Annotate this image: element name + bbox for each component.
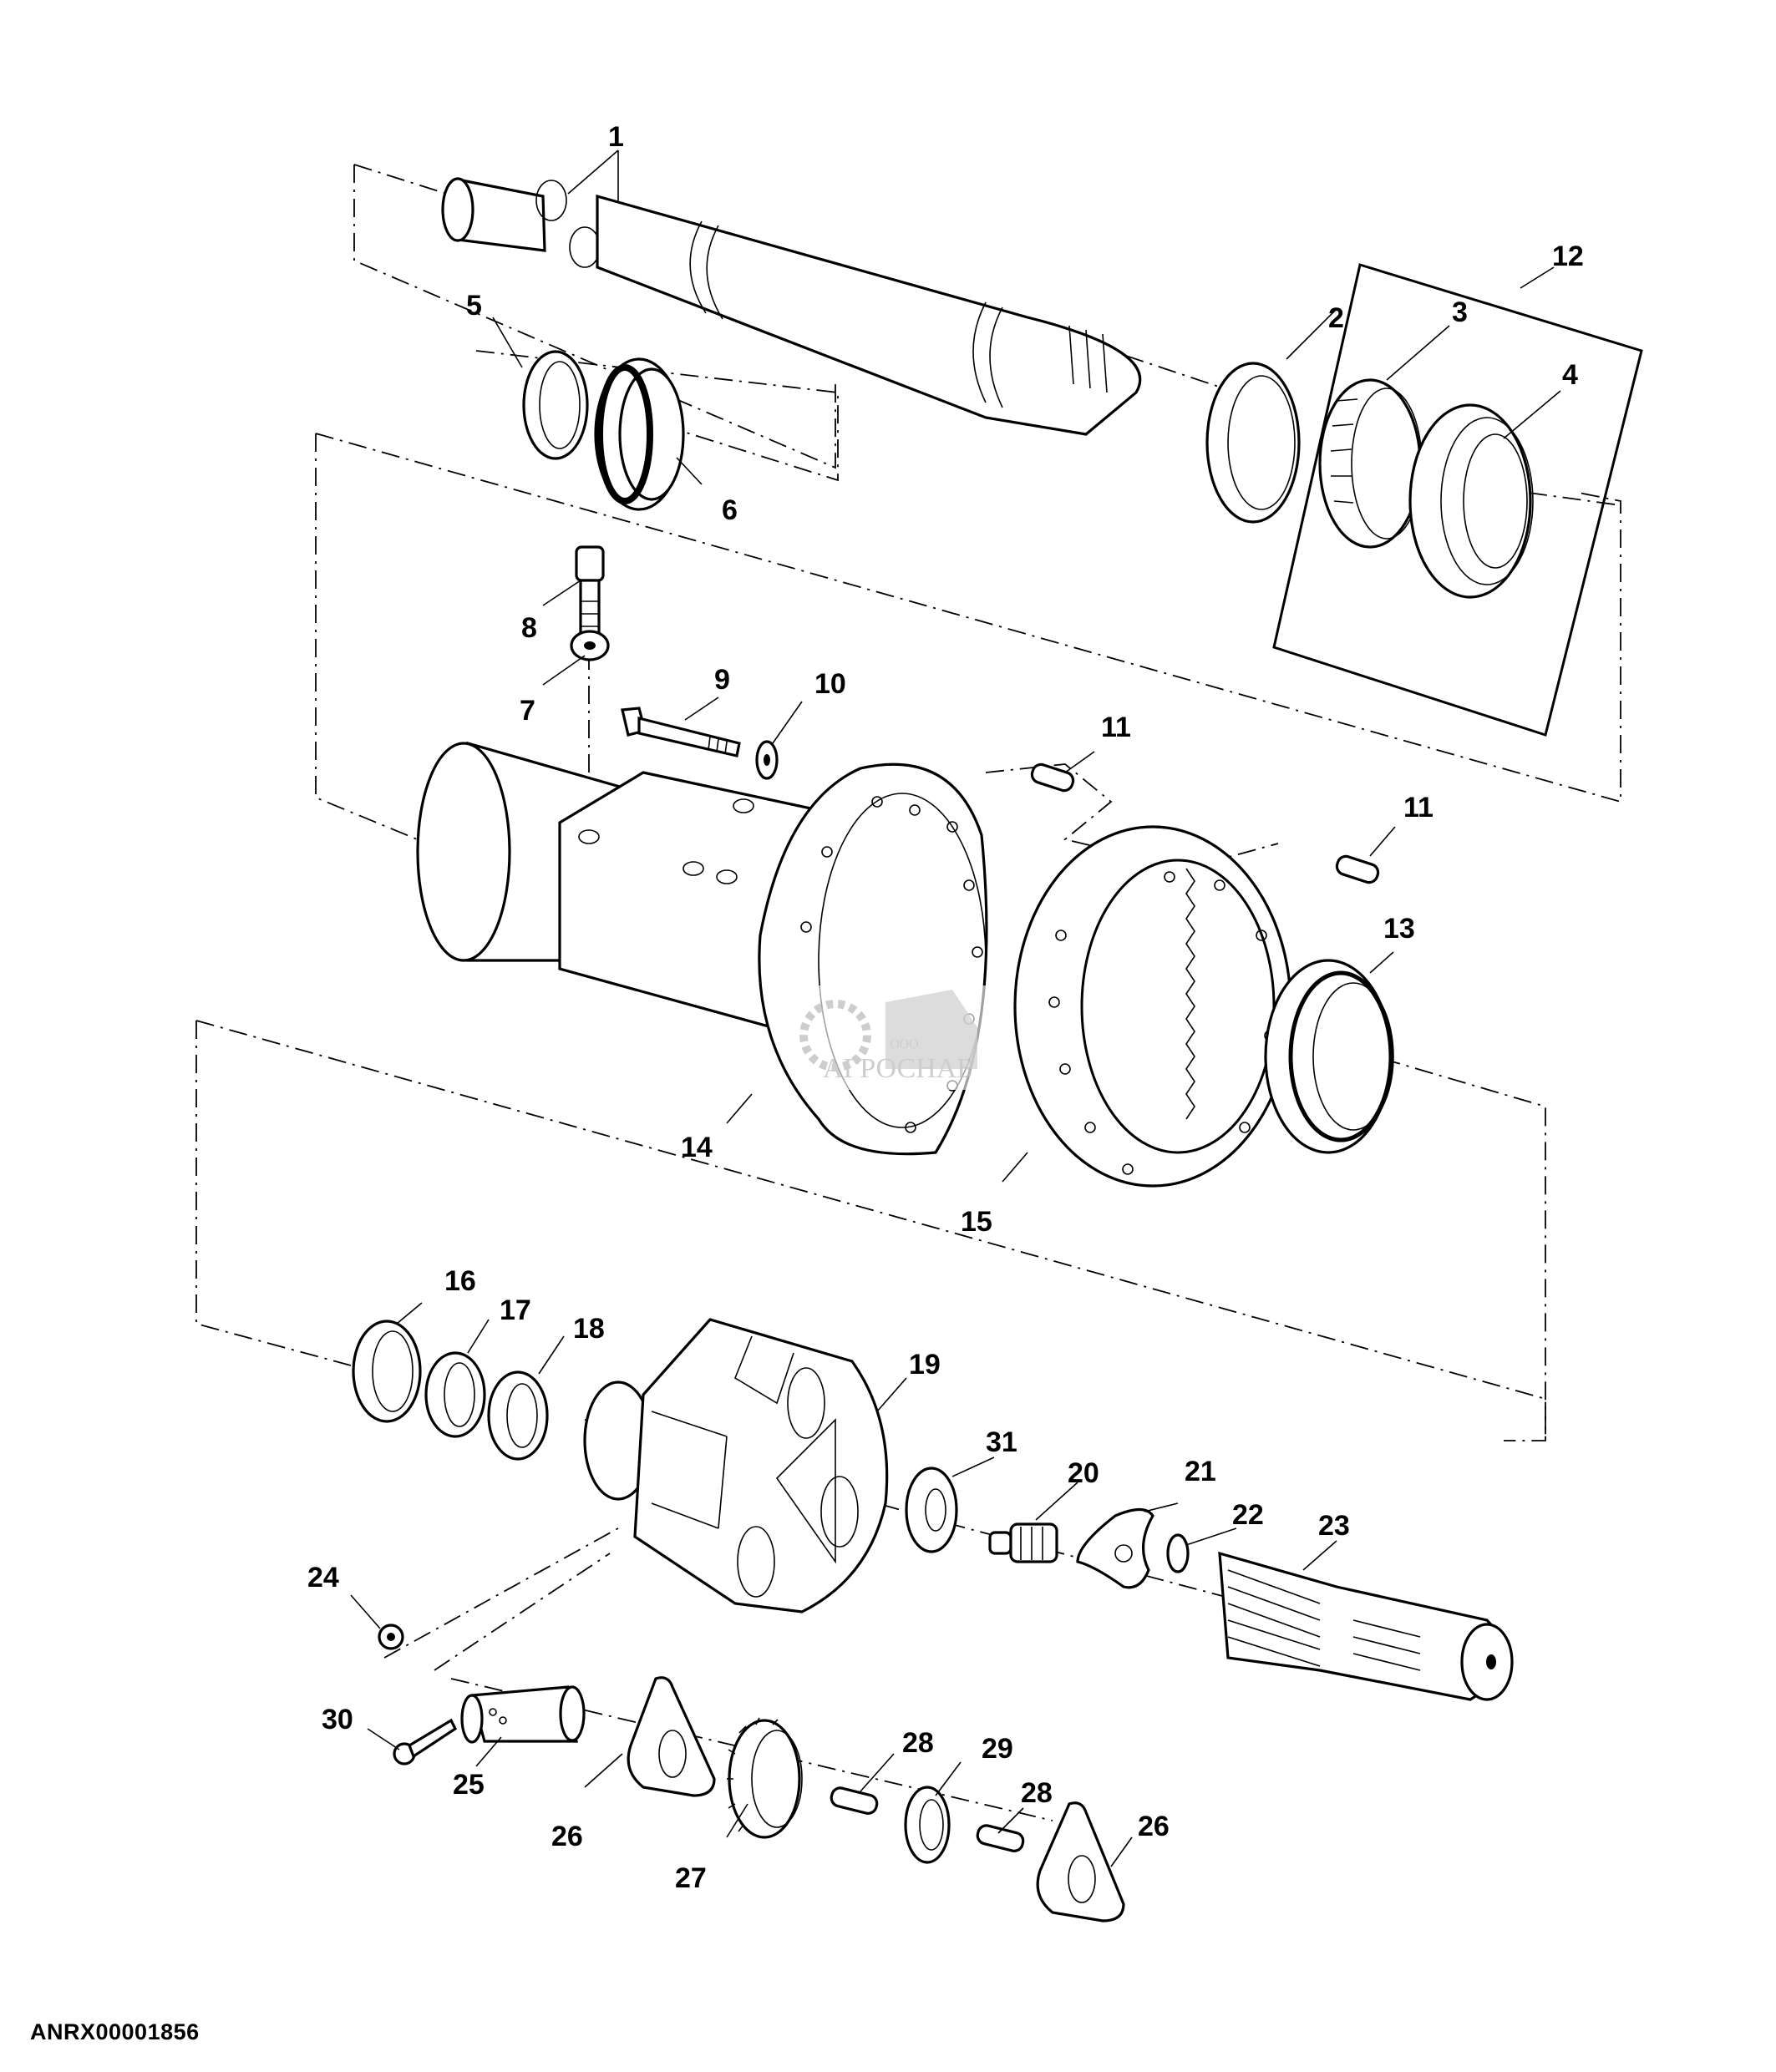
part-thrust-plate-26-b[interactable] xyxy=(1036,1801,1125,1923)
callout-21: 21 xyxy=(1185,1456,1216,1487)
kit-box xyxy=(1272,263,1643,737)
callout-1: 1 xyxy=(608,121,624,153)
callout-3: 3 xyxy=(1452,296,1468,328)
part-dowel-pin-11-b[interactable] xyxy=(1335,854,1380,884)
plug-left-end xyxy=(441,177,474,242)
callout-28-b: 28 xyxy=(1021,1777,1053,1809)
callout-labels: 1 2 3 4 5 6 7 8 9 10 11 11 12 13 14 15 1… xyxy=(307,121,1584,1894)
callout-27: 27 xyxy=(675,1862,707,1894)
leader-lines xyxy=(350,149,1561,1867)
callout-9: 9 xyxy=(714,664,730,696)
callout-8: 8 xyxy=(521,612,537,644)
callout-17: 17 xyxy=(500,1294,531,1326)
callout-30: 30 xyxy=(322,1704,353,1735)
part-seal-6[interactable] xyxy=(594,357,685,511)
callout-25: 25 xyxy=(453,1769,485,1801)
callout-24: 24 xyxy=(307,1562,339,1593)
axle-splines xyxy=(1227,1569,1421,1671)
part-washer-7[interactable] xyxy=(570,630,610,661)
callout-5: 5 xyxy=(466,290,482,322)
plug-hole-2 xyxy=(569,226,601,268)
shaft-collar-1 xyxy=(689,220,723,320)
callout-31: 31 xyxy=(986,1426,1017,1458)
callout-23: 23 xyxy=(1318,1510,1350,1542)
part-seal-16[interactable] xyxy=(352,1320,422,1423)
watermark-prefix: ООО xyxy=(890,1037,919,1051)
part-bearing-cone-3[interactable] xyxy=(1318,378,1423,549)
carrier-triangle xyxy=(775,1418,836,1564)
part-needle-roller-28-b[interactable] xyxy=(976,1824,1025,1853)
plug-hole-1 xyxy=(535,180,567,221)
callout-19: 19 xyxy=(909,1349,941,1380)
part-planet-carrier-19[interactable] xyxy=(583,1318,889,1614)
part-bearing-cup-4[interactable] xyxy=(1408,403,1534,599)
part-needle-roller-28-a[interactable] xyxy=(830,1786,879,1816)
part-axle-shaft-23[interactable] xyxy=(1218,1551,1514,1701)
callout-28-a: 28 xyxy=(902,1727,934,1759)
carrier-body xyxy=(633,1318,889,1614)
part-retainer-plate-21[interactable] xyxy=(1076,1507,1154,1589)
watermark-brand: АГРОСНАБ xyxy=(823,1053,973,1084)
housing-bore xyxy=(818,793,987,1128)
part-thrust-washer-31[interactable] xyxy=(905,1467,958,1553)
callout-15: 15 xyxy=(961,1206,992,1238)
centerline-planet xyxy=(383,1527,619,1671)
callout-12: 12 xyxy=(1552,241,1584,272)
callout-2: 2 xyxy=(1328,302,1344,334)
ring-gear-teeth xyxy=(1185,868,1195,1120)
callout-7: 7 xyxy=(520,695,535,727)
watermark-logo: ООО АГРОСНАБ xyxy=(799,985,1011,1090)
part-washer-17[interactable] xyxy=(424,1351,486,1438)
part-cap-screw-30[interactable] xyxy=(393,1718,458,1766)
part-housing-14[interactable] xyxy=(416,741,988,1156)
part-planet-gear-27[interactable] xyxy=(727,1717,803,1839)
part-bearing-13[interactable] xyxy=(1264,959,1394,1154)
part-washer-10[interactable] xyxy=(755,740,779,780)
figure-id: ANRX00001856 xyxy=(30,2019,200,2044)
callout-6: 6 xyxy=(722,494,738,526)
part-snap-ring-5[interactable] xyxy=(522,350,589,460)
part-thrust-plate-26-a[interactable] xyxy=(627,1676,716,1797)
callout-16: 16 xyxy=(444,1265,476,1297)
centerline-bearing-kit xyxy=(1528,492,1621,506)
part-shaft-1[interactable] xyxy=(441,177,1142,436)
part-cap-screw-8[interactable] xyxy=(575,545,605,641)
part-planet-pin-25[interactable] xyxy=(460,1685,586,1744)
callout-26-a: 26 xyxy=(551,1821,583,1852)
callout-29: 29 xyxy=(982,1733,1013,1765)
part-ring-gear-15[interactable] xyxy=(1013,825,1292,1188)
part-sun-gear-20[interactable] xyxy=(988,1522,1058,1563)
callout-4: 4 xyxy=(1562,359,1578,391)
shaft-splines xyxy=(1068,325,1108,393)
callout-20: 20 xyxy=(1068,1457,1099,1489)
part-snap-ring-22[interactable] xyxy=(1166,1533,1190,1573)
callout-26-b: 26 xyxy=(1138,1811,1170,1842)
callout-10: 10 xyxy=(814,668,846,700)
part-bearing-cup-2[interactable] xyxy=(1205,362,1301,524)
shaft-collar-2 xyxy=(972,301,1003,408)
ring-gear-holes xyxy=(1048,871,1276,1175)
part-washer-18[interactable] xyxy=(487,1370,549,1461)
bearing-kit-box-12[interactable] xyxy=(1272,263,1643,737)
part-nut-24[interactable] xyxy=(378,1624,404,1650)
planet-gear-teeth xyxy=(727,1717,779,1832)
shaft-body xyxy=(596,194,1142,436)
part-bolt-9[interactable] xyxy=(621,707,741,757)
callout-14: 14 xyxy=(681,1132,713,1163)
callout-11-a: 11 xyxy=(1101,712,1131,743)
centerline-housing-box xyxy=(315,433,1621,861)
callout-13: 13 xyxy=(1383,913,1415,945)
housing-cylinder-end xyxy=(416,742,511,962)
callout-22: 22 xyxy=(1232,1499,1264,1531)
callout-11-b: 11 xyxy=(1403,792,1433,823)
part-spacer-29[interactable] xyxy=(904,1786,951,1864)
callout-18: 18 xyxy=(573,1313,605,1345)
part-dowel-pin-11-a[interactable] xyxy=(1030,762,1075,793)
